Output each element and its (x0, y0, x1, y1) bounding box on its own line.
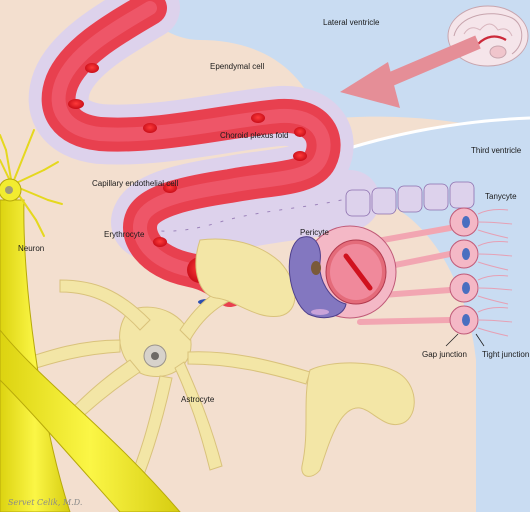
label-third-ventricle: Third ventricle (471, 146, 521, 156)
label-capillary-endothelial-cell: Capillary endothelial cell (92, 179, 178, 189)
artist-signature: Servet Celik, M.D. (8, 498, 82, 507)
label-astrocyte: Astrocyte (181, 395, 214, 405)
label-tight-junction: Tight junction (482, 350, 529, 360)
endothelial-nucleus-2 (311, 309, 329, 315)
label-erythrocyte: Erythrocyte (104, 230, 144, 240)
label-tanycyte: Tanycyte (485, 192, 517, 202)
label-neuron: Neuron (18, 244, 44, 254)
label-ependymal-cell: Ependymal cell (210, 62, 264, 72)
label-lateral-ventricle: Lateral ventricle (323, 18, 379, 28)
label-choroid-plexus-fold: Choroid plexus fold (220, 131, 288, 141)
pericyte-nucleus (311, 261, 321, 275)
label-gap-junction: Gap junction (422, 350, 467, 360)
astrocyte-nucleolus (151, 352, 159, 360)
label-pericyte: Pericyte (300, 228, 329, 238)
